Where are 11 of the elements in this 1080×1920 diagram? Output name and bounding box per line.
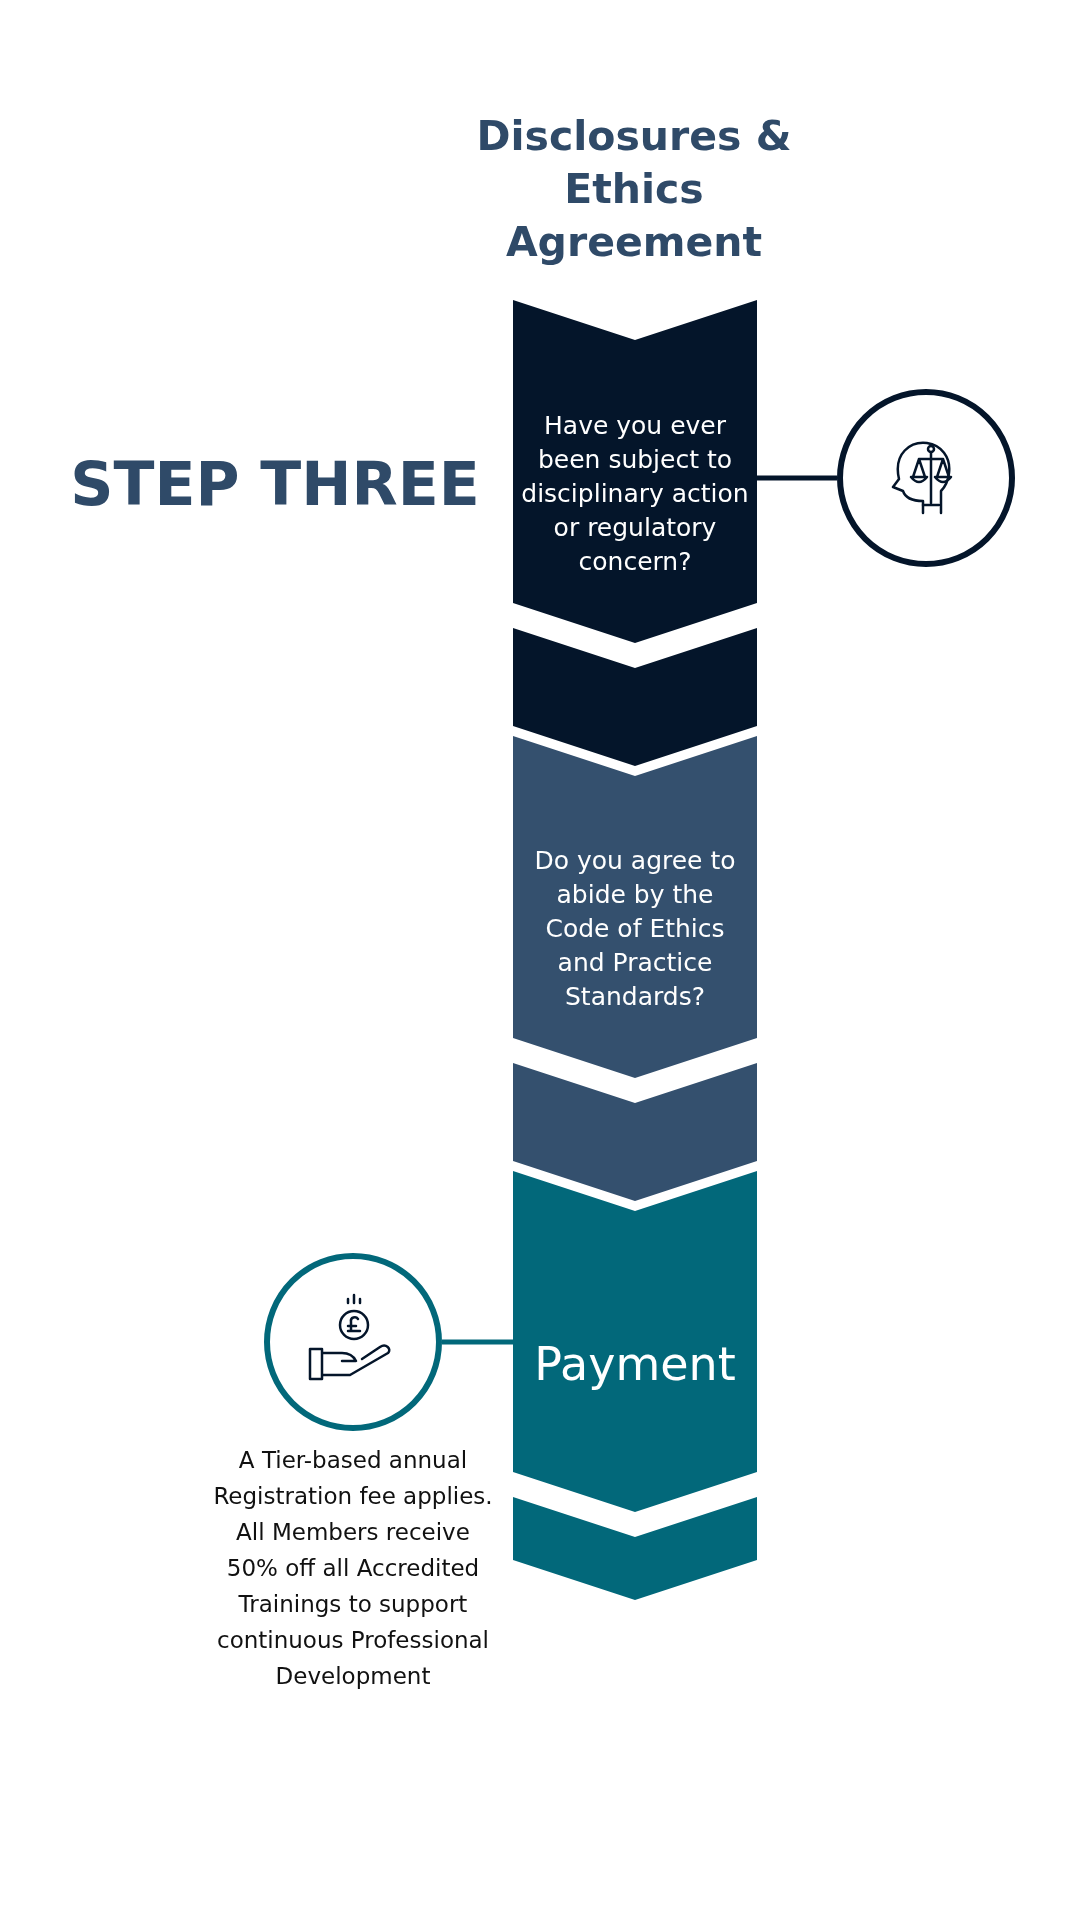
connector-line <box>757 475 837 481</box>
step-text: Do you agree to abide by the Code of Ethics and Practice Standards? <box>533 845 737 1013</box>
step-text: Have you ever been subject to disciplinary action or regulatory concern? <box>521 409 749 578</box>
title: Disclosures & Ethics Agreement <box>475 111 793 268</box>
chevron-arrow <box>513 1497 757 1600</box>
connector-line <box>442 1339 513 1345</box>
step-text: Payment <box>533 1335 737 1393</box>
chevron-arrow <box>513 1063 757 1201</box>
step-heading: STEP THREE <box>69 448 481 521</box>
chevron-arrow <box>513 628 757 766</box>
description-text: A Tier-based annual Registration fee applies. All Members receive 50% off all Accredited Trainings to support continuous Professional Development <box>213 1446 493 1691</box>
